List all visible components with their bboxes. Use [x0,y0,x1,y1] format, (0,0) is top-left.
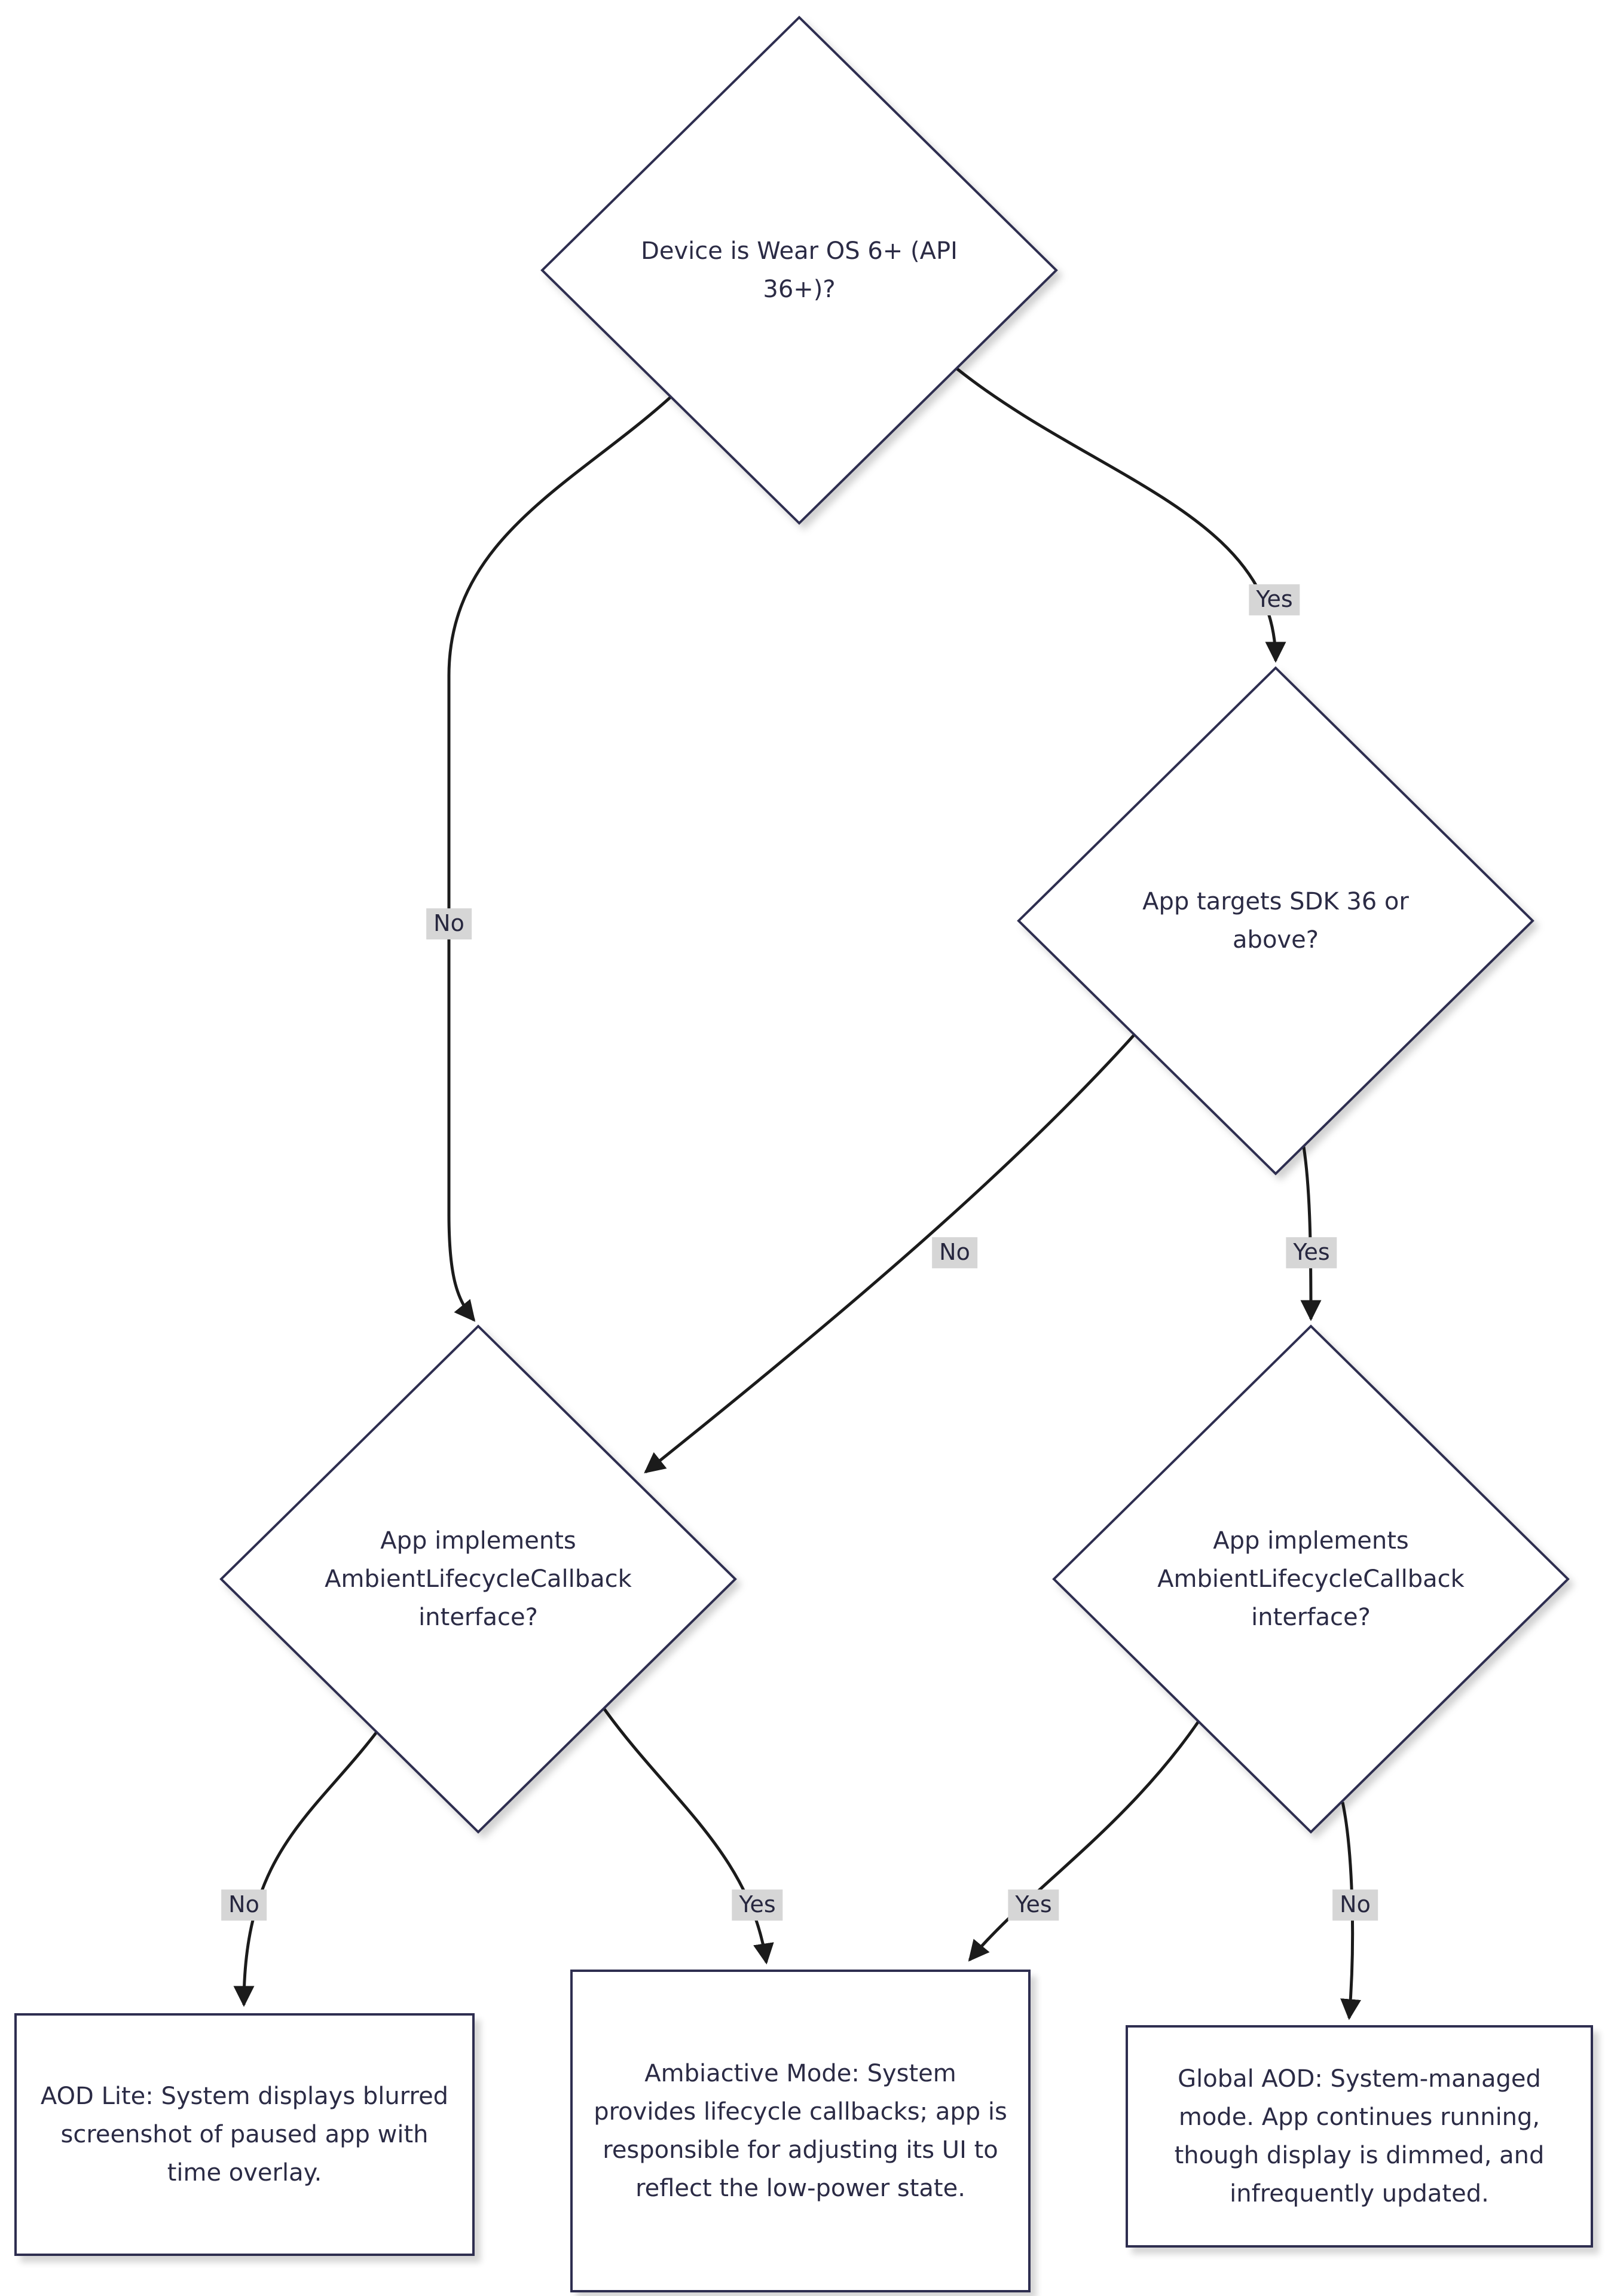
decision-impl-right-label: App implements AmbientLifecycleCallback … [1157,1527,1465,1631]
result-box-ambiactive: Ambiactive Mode: System provides lifecyc… [570,1970,1031,2292]
edge-sdk-yes [1300,1146,1322,1321]
edge-label-sdk-no: No [932,1237,977,1268]
edge-label-impl-right-no: No [1332,1889,1378,1921]
decision-impl-right-diamond [1052,1324,1570,1834]
edge-label-impl-left-no: No [221,1889,267,1921]
edge-sdk-no [644,1033,1136,1474]
edge-label-impl-right-yes: Yes [1008,1889,1059,1921]
flowchart-edges [233,367,1361,2020]
edge-label-impl-left-yes: Yes [732,1889,783,1921]
decision-impl-left-diamond [219,1324,737,1834]
decision-sdk-label: App targets SDK 36 or above? [1142,888,1409,954]
result-global-aod-label: Global AOD: System-managed mode. App con… [1174,2065,1545,2208]
result-box-global-aod: Global AOD: System-managed mode. App con… [1126,2025,1593,2248]
edge-label-device-no: No [426,908,472,939]
edge-label-device-yes: Yes [1249,584,1300,615]
edge-label-sdk-yes: Yes [1286,1237,1337,1268]
result-box-aod-lite: AOD Lite: System displays blurred screen… [14,2013,475,2256]
edge-impl-left-yes [602,1707,774,1965]
result-ambiactive-label: Ambiactive Mode: System provides lifecyc… [594,2060,1007,2202]
decision-sdk-diamond [1017,666,1534,1176]
decision-device-label: Device is Wear OS 6+ (API 36+)? [641,237,958,303]
edge-device-no [447,396,672,1322]
flowchart-decision-nodes [219,16,1570,1834]
result-aod-lite-label: AOD Lite: System displays blurred screen… [40,2083,449,2187]
decision-device-diamond [540,16,1058,525]
edge-impl-left-no [233,1731,378,2007]
edge-device-yes [955,367,1286,663]
decision-impl-left-label: App implements AmbientLifecycleCallback … [325,1527,632,1631]
edge-impl-right-yes [968,1720,1200,1962]
